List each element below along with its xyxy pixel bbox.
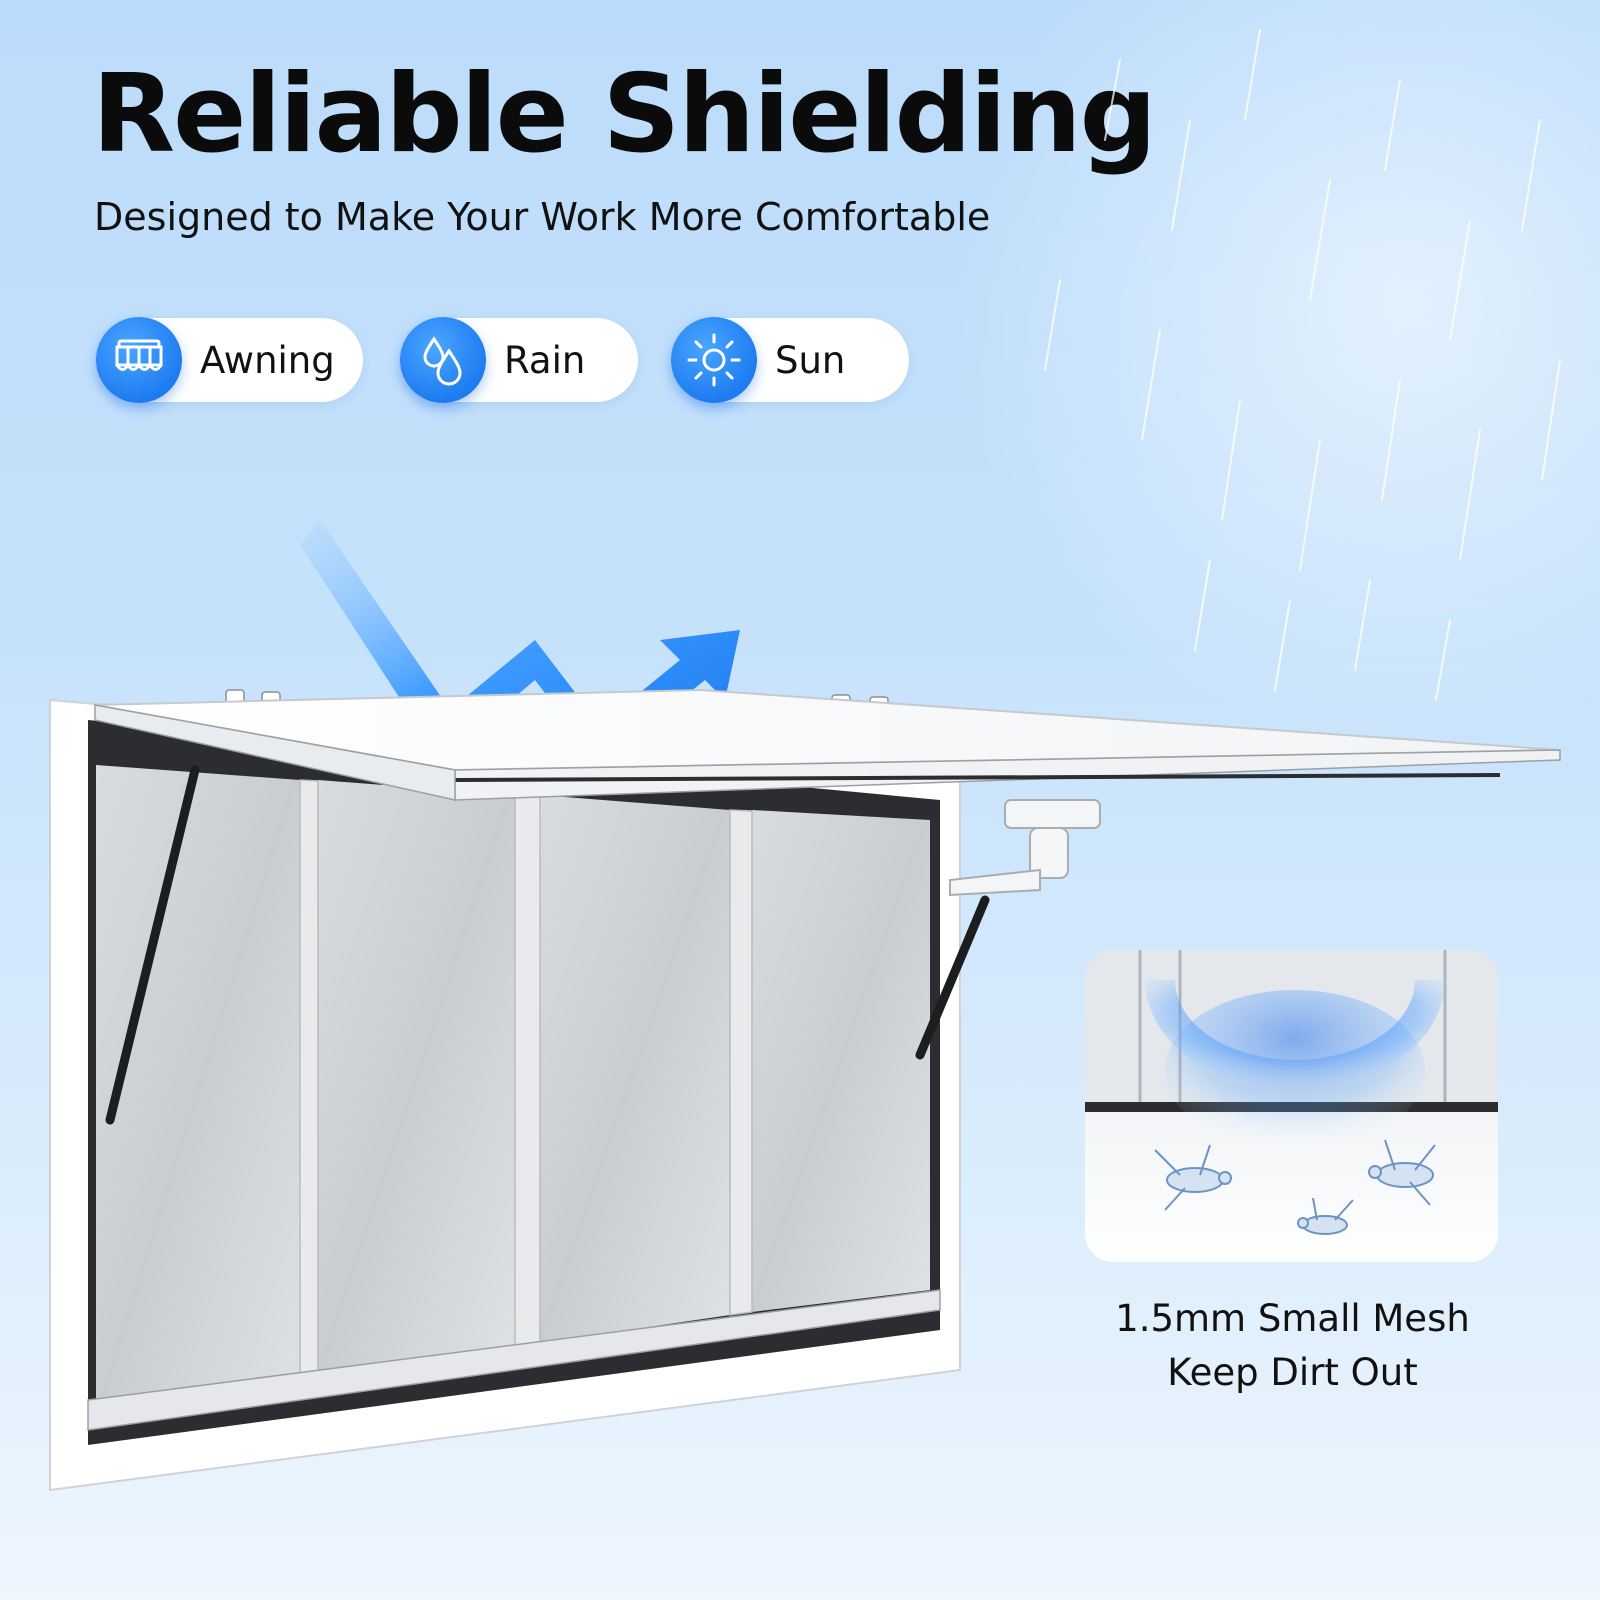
window-handle (949, 799, 1101, 897)
rain-streaks (1044, 29, 1561, 701)
rain-splash-background (950, 0, 1600, 760)
mesh-detail-card (1085, 950, 1498, 1262)
mosquito-icon (1368, 1139, 1436, 1206)
screen-panel-3 (540, 795, 730, 1343)
mosquito-icon (1154, 1144, 1232, 1211)
feature-pill-sun: Sun (671, 317, 909, 403)
screen-panel-4 (752, 810, 930, 1312)
feature-label-awning: Awning (200, 338, 335, 382)
mesh-caption: 1.5mm Small Mesh Keep Dirt Out (1100, 1292, 1485, 1400)
feature-pill-rain: Rain (400, 317, 638, 403)
raindrops-icon (400, 317, 486, 403)
mesh-caption-line2: Keep Dirt Out (1167, 1351, 1418, 1394)
screen-panel-1 (96, 765, 300, 1420)
mesh-caption-line1: 1.5mm Small Mesh (1115, 1297, 1470, 1340)
screen-panel-2 (318, 780, 515, 1378)
mosquito-icon (1297, 1197, 1354, 1235)
awning-icon (96, 317, 182, 403)
sun-icon (671, 317, 757, 403)
page-subtitle: Designed to Make Your Work More Comforta… (94, 195, 991, 239)
mesh-detail-illustration (1085, 950, 1498, 1235)
feature-label-rain: Rain (504, 338, 586, 382)
page-title: Reliable Shielding (92, 52, 1157, 177)
feature-label-sun: Sun (775, 338, 846, 382)
feature-pill-awning: Awning (96, 317, 363, 403)
